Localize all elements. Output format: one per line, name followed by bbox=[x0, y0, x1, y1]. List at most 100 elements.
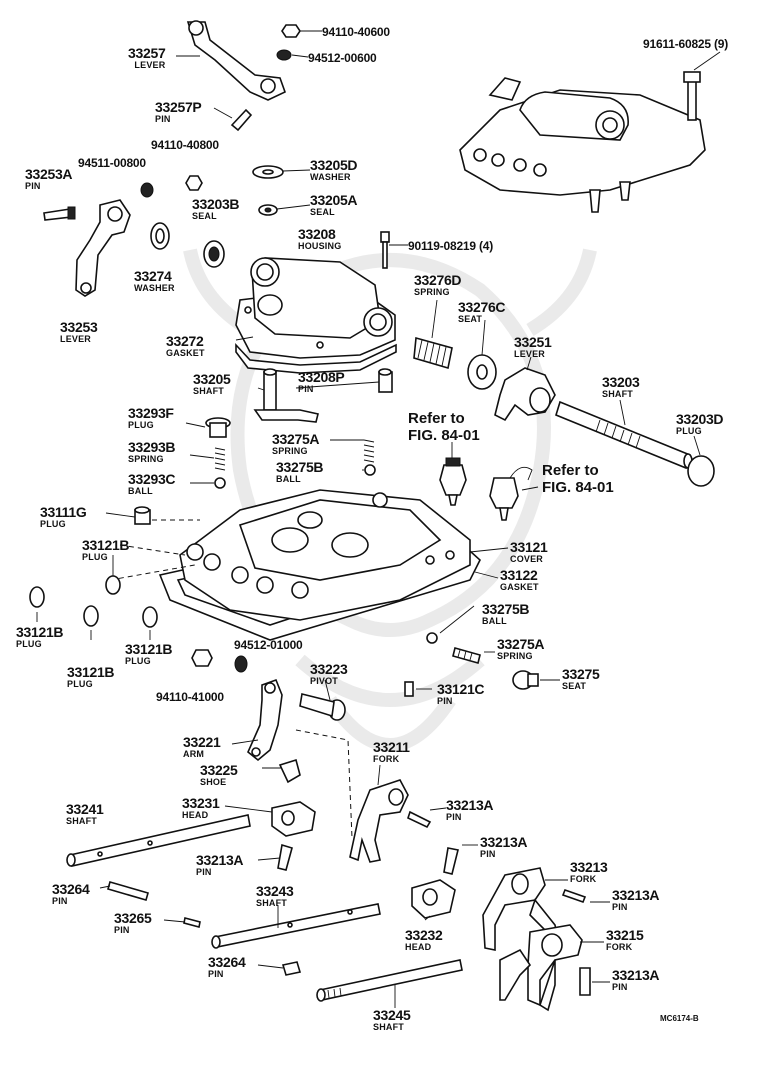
assembled-housing-illustration bbox=[459, 71, 706, 213]
label-91611-60825: 91611-60825 (9) bbox=[643, 37, 729, 51]
switch-refer-84-01-b bbox=[489, 466, 533, 521]
plug-33121b-b bbox=[29, 586, 45, 608]
shaft-33203 bbox=[555, 400, 693, 470]
label-94110-41000: 94110-41000 bbox=[156, 690, 224, 704]
seal-33203b bbox=[203, 240, 225, 268]
lock-washer-94512-00600 bbox=[276, 49, 292, 61]
seat-33275 bbox=[512, 670, 539, 690]
pin-33265 bbox=[183, 917, 201, 928]
spring-33275a-upper bbox=[363, 439, 375, 463]
plug-33121b-d bbox=[142, 606, 158, 628]
pin-33213a-1 bbox=[407, 810, 432, 829]
washer-33274 bbox=[150, 222, 170, 250]
pin-33208p bbox=[378, 368, 393, 393]
label-94110-40600: 94110-40600 bbox=[322, 25, 390, 39]
shaft-33205 bbox=[253, 368, 319, 423]
washer-33205d bbox=[252, 165, 284, 179]
shaft-33241 bbox=[66, 814, 251, 867]
ball-33275b-lower bbox=[426, 632, 438, 644]
gasket-33272 bbox=[235, 342, 397, 374]
pin-33213a-4 bbox=[561, 888, 587, 904]
seat-33276c bbox=[467, 354, 497, 390]
spring-33276d bbox=[413, 336, 453, 370]
pin-33213a-5 bbox=[579, 967, 591, 996]
nut-94110-40800 bbox=[185, 175, 203, 191]
spring-33275a-lower bbox=[452, 647, 481, 664]
switch-refer-84-01-a bbox=[439, 457, 467, 506]
label-94110-40800: 94110-40800 bbox=[151, 138, 219, 152]
plug-33293f bbox=[205, 417, 231, 438]
head-33231 bbox=[271, 801, 316, 837]
bolt-90119-08219 bbox=[380, 231, 390, 269]
plug-33121b-a bbox=[105, 575, 121, 595]
pin-33264-a bbox=[107, 881, 149, 901]
seal-33205a bbox=[258, 204, 278, 216]
refer-note-a: Refer to FIG. 84-01 bbox=[408, 410, 480, 445]
dashed-guides-cover bbox=[109, 519, 200, 581]
ball-33293c bbox=[214, 477, 226, 489]
refer-note-b: Refer to FIG. 84-01 bbox=[542, 462, 614, 497]
lock-washer-94512-01000 bbox=[234, 655, 248, 673]
plug-33203d bbox=[687, 455, 715, 487]
label-94512-00600: 94512-00600 bbox=[308, 51, 377, 65]
housing-33208 bbox=[235, 257, 396, 359]
arm-33221 bbox=[247, 678, 283, 762]
shaft-33245 bbox=[316, 959, 463, 1002]
lever-33253 bbox=[75, 199, 131, 297]
figure-code: MC6174-B bbox=[660, 1014, 699, 1023]
lever-33251 bbox=[494, 367, 556, 422]
dashed-guides-arm bbox=[295, 729, 353, 839]
label-94511-00800: 94511-00800 bbox=[78, 156, 146, 170]
nut-94110-41000 bbox=[191, 649, 213, 667]
pin-33213a-3 bbox=[443, 847, 459, 875]
pin-33257p bbox=[230, 108, 253, 132]
pin-33253a bbox=[43, 206, 76, 221]
cover-33121 bbox=[179, 489, 471, 621]
pivot-33223 bbox=[299, 693, 346, 721]
refer-note-a-text: Refer to FIG. 84-01 bbox=[408, 410, 480, 445]
shaft-33243 bbox=[211, 903, 381, 949]
